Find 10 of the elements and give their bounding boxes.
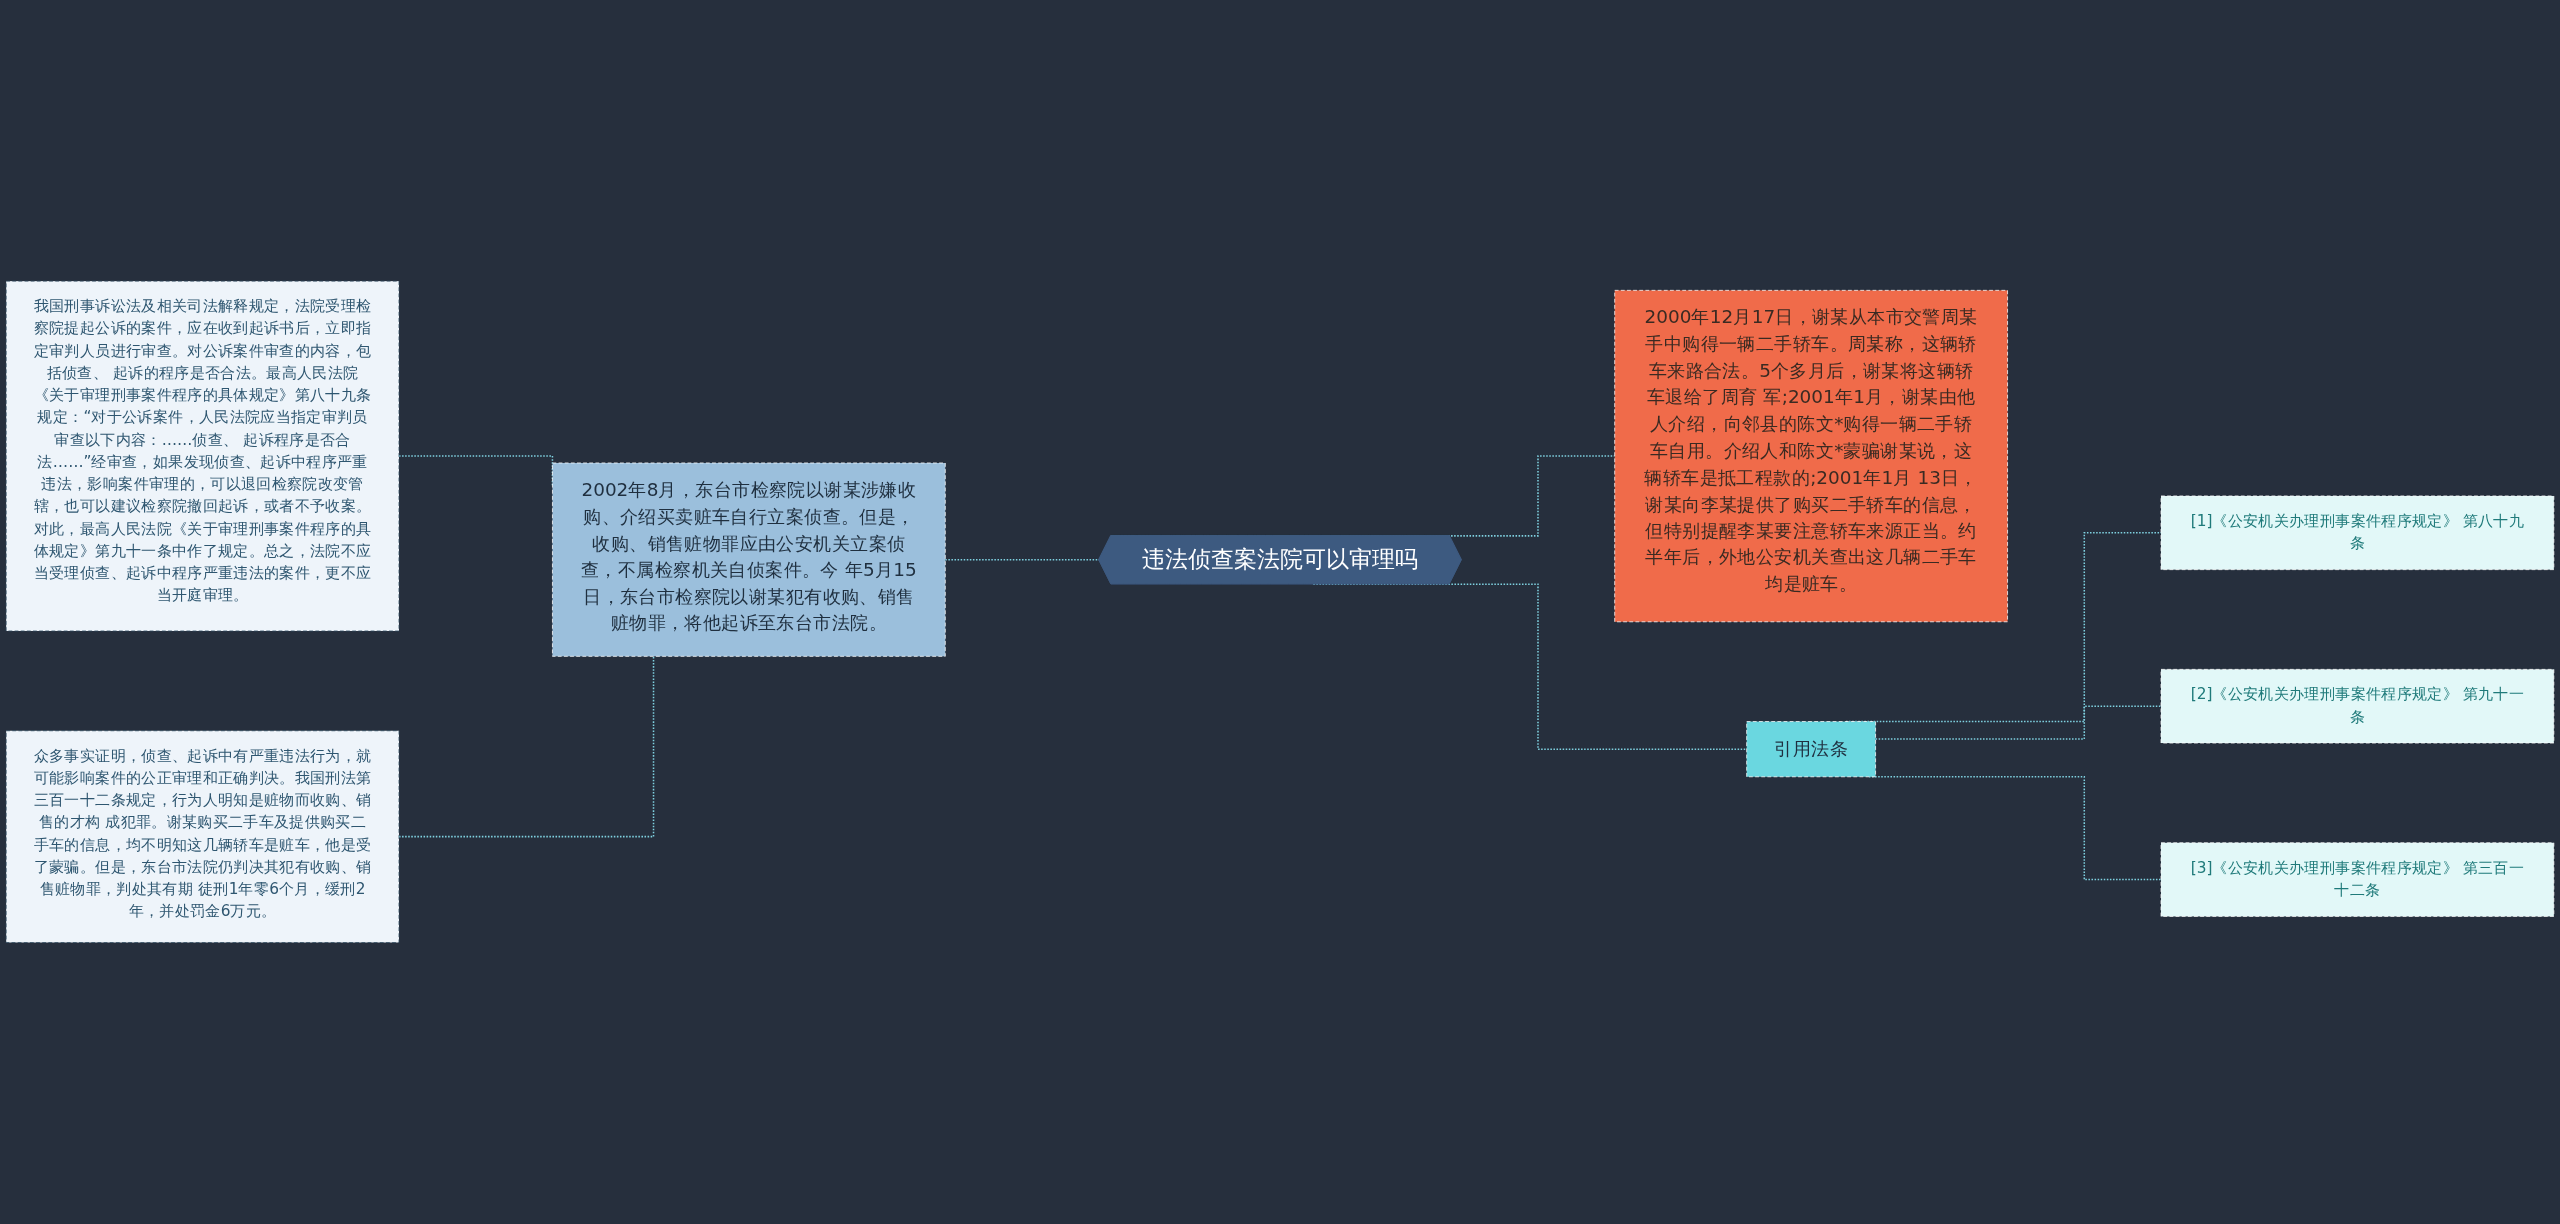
node-box: 2002年8月，东台市检察院以谢某涉嫌收购、介绍买卖赃车自行立案侦查。但是，收购、销售赃物罪应由公安机关立案侦查，不属检察机关自侦案件。今 年5月15日，东台市检察院以谢某犯有收购、销售赃物罪，将他起诉至东台市法院。	[552, 462, 946, 657]
connector	[1874, 705, 2162, 740]
node-box: [1]《公安机关办理刑事案件程序规定》 第八十九条	[2160, 495, 2555, 571]
node-box: [2]《公安机关办理刑事案件程序规定》 第九十一条	[2160, 669, 2555, 744]
connector	[398, 655, 655, 838]
node-box: 引用法条	[1746, 721, 1876, 778]
node-box: 我国刑事诉讼法及相关司法解释规定，法院受理检察院提起公诉的案件，应在收到起诉书后，立即指定审判人员进行审查。对公诉案件审查的内容，包括侦查、 起诉的程序是否合法。最高人民法院《关于审理刑事案件程序的具体规定》第八十九条规定：“对于公诉案件，人民法院应当指定审判员审查以下内容：……侦查、 起诉程序是否合法……”经审查，如果发现侦查、起诉中程序严重违法，影响案件审理的，可以退回检察院改变管辖，也可以建议检察院撤回起诉，或者不予收案。对此，最高人民法院《关于审理刑事案件程序的具体规定》第九十一条中作了规定。总之，法院不应当受理侦查、起诉中程序严重违法的案件，更不应当开庭审理。	[5, 280, 400, 632]
node-box: 众多事实证明，侦查、起诉中有严重违法行为，就可能影响案件的公正审理和正确判决。我国刑法第三百一十二条规定，行为人明知是赃物而收购、销售的才构 成犯罪。谢某购买二手车及提供购买二手车的信息，均不明知这几辆轿车是赃车，他是受了蒙骗。但是，东台市法院仍判决其犯有收购、销售赃物罪，判处其有期 徒刑1年零6个月，缓刑2年，并处罚金6万元。	[5, 730, 400, 944]
node-box: 2000年12月17日，谢某从本市交警周某手中购得一辆二手轿车。周某称，这辆轿车来路合法。5个多月后，谢某将这辆轿车退给了周育 军;2001年1月，谢某由他人介绍，向邻县的陈文*购得一辆二手轿车自用。介绍人和陈文*蒙骗谢某说，这辆轿车是抵工程款的;2001年1月 13日，谢某向李某提供了购买二手轿车的信息，但特别提醒李某要注意轿车来源正当。约半年后，外地公安机关查出这几辆二手车均是赃车。	[1614, 290, 2008, 623]
node-box: [3]《公安机关办理刑事案件程序规定》 第三百一十二条	[2160, 842, 2555, 917]
